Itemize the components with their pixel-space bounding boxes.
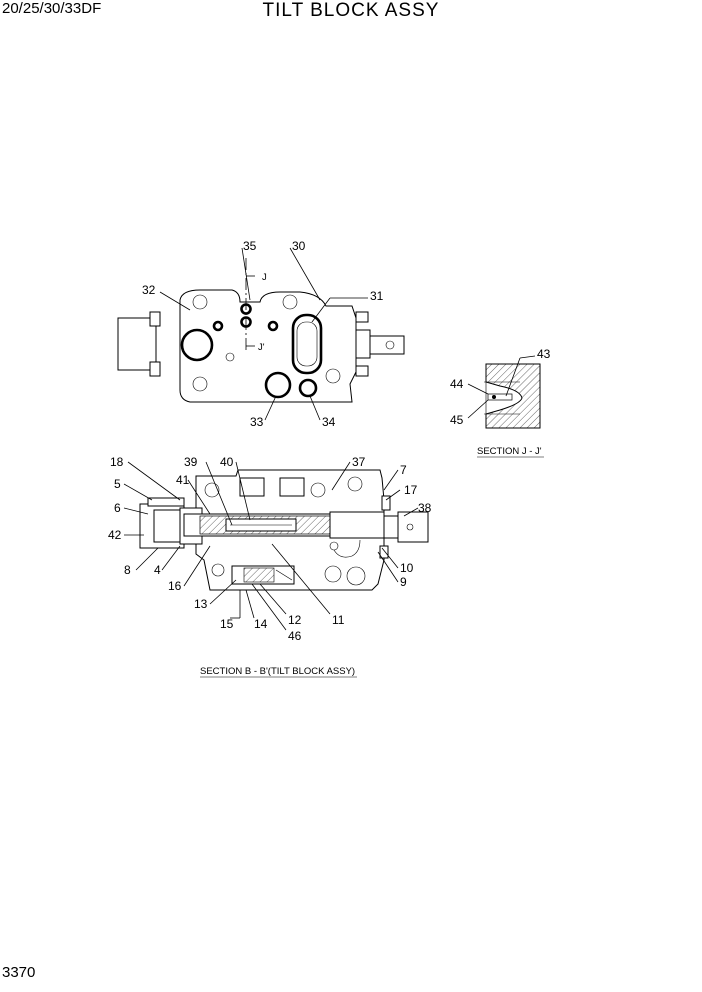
- section-b-caption: SECTION B - B'(TILT BLOCK ASSY): [200, 666, 355, 677]
- section-j-view: 43 44 45 SECTION J - J': [450, 347, 551, 458]
- callout-9: 9: [400, 575, 407, 589]
- callout-33: 33: [250, 415, 264, 429]
- callout-6: 6: [114, 501, 121, 515]
- callout-7: 7: [400, 463, 407, 477]
- left-end-cap: [117, 317, 157, 371]
- callout-12: 12: [288, 613, 302, 627]
- top-view: J J' 35 30 32 31 33 34: [117, 239, 405, 429]
- section-b-view: 18 39 40 37 7 41 17 5 6 38 42 8 4 16 10 …: [108, 455, 432, 678]
- callout-8: 8: [124, 563, 131, 577]
- model-code: 20/25/30/33DF: [2, 0, 102, 17]
- callout-31: 31: [370, 289, 384, 303]
- callout-43: 43: [537, 347, 551, 361]
- callout-15: 15: [220, 617, 234, 631]
- page-number: 3370: [2, 964, 36, 981]
- callout-44: 44: [450, 377, 464, 391]
- section-j-caption: SECTION J - J': [477, 446, 542, 457]
- section-mark-j-prime: J': [258, 342, 265, 353]
- callout-40: 40: [220, 455, 234, 469]
- callout-45: 45: [450, 413, 464, 427]
- section-mark-j: J: [262, 272, 267, 283]
- callout-14: 14: [254, 617, 268, 631]
- callout-11: 11: [332, 613, 345, 627]
- callout-30: 30: [292, 239, 306, 253]
- callout-4: 4: [154, 563, 161, 577]
- callout-38: 38: [418, 501, 432, 515]
- callout-17: 17: [404, 483, 418, 497]
- callout-13: 13: [194, 597, 208, 611]
- callout-18: 18: [110, 455, 124, 469]
- callout-46: 46: [288, 629, 302, 643]
- callout-41: 41: [176, 473, 190, 487]
- callout-34: 34: [322, 415, 336, 429]
- callout-5: 5: [114, 477, 121, 491]
- callout-10: 10: [400, 561, 414, 575]
- page-title: TILT BLOCK ASSY: [262, 0, 440, 21]
- callout-32: 32: [142, 283, 156, 297]
- callout-35: 35: [243, 239, 257, 253]
- callout-16: 16: [168, 579, 182, 593]
- callout-39: 39: [184, 455, 198, 469]
- valve-body: [179, 289, 357, 403]
- callout-37: 37: [352, 455, 366, 469]
- callout-42: 42: [108, 528, 122, 542]
